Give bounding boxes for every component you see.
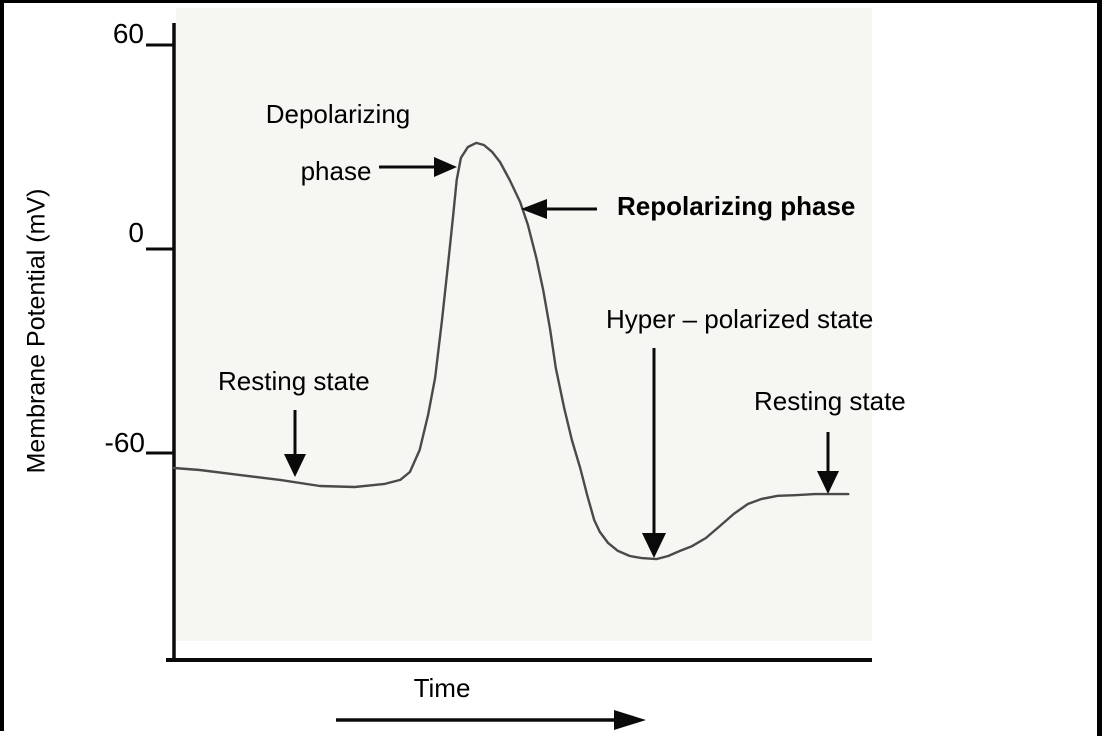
time-axis-arrow — [336, 710, 646, 730]
resting-state-right-arrow — [817, 432, 839, 494]
hyperpolarized-arrow — [642, 348, 666, 558]
resting-state-left-arrow — [284, 410, 306, 477]
depolarizing-arrow — [379, 157, 457, 177]
annotation-depolarizing-line1: Depolarizing — [265, 99, 411, 129]
plot-area-background — [176, 8, 872, 641]
membrane-potential-curve — [172, 141, 850, 561]
annotation-depolarizing-line2: phase — [300, 156, 372, 186]
y-axis-title: Membrane Potential (mV) — [22, 188, 51, 474]
frame-border-top — [0, 0, 1102, 3]
x-axis-title: Time — [413, 673, 471, 703]
y-tick-label-neg60: -60 — [104, 427, 145, 458]
repolarizing-arrow — [521, 199, 597, 219]
frame-border-right — [1097, 0, 1102, 736]
annotation-resting-state-right: Resting state — [754, 386, 906, 416]
annotation-resting-state-left: Resting state — [218, 366, 370, 396]
y-tick-label-60: 60 — [112, 18, 144, 49]
annotation-repolarizing-phase: Repolarizing phase — [617, 191, 856, 221]
annotation-hyperpolarized-state: Hyper – polarized state — [606, 304, 874, 334]
y-tick-label-0: 0 — [128, 217, 144, 248]
frame-border-left — [0, 0, 4, 731]
